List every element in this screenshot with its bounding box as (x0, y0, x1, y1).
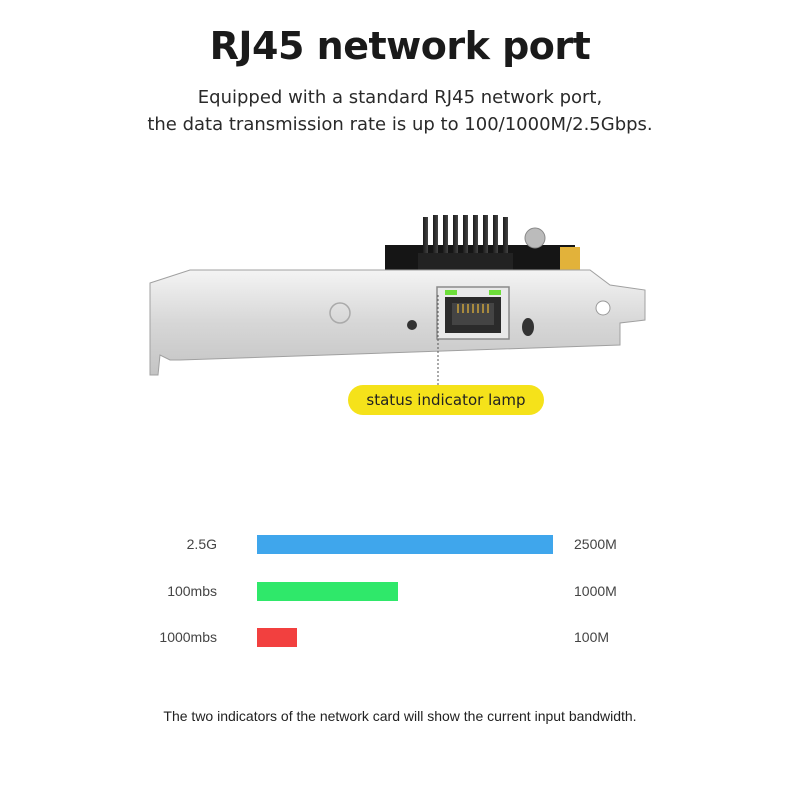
heatsink (418, 215, 513, 273)
status-led-left (445, 290, 457, 295)
bandwidth-label: 2.5G (186, 536, 217, 552)
bandwidth-label: 100mbs (167, 583, 217, 599)
network-card-illustration (149, 215, 646, 385)
bracket-hole-right (522, 318, 534, 336)
bandwidth-bar (257, 628, 297, 647)
page-title: RJ45 network port (209, 24, 591, 68)
pcb-component (524, 227, 546, 249)
bandwidth-row: 2.5G 2500M (0, 533, 800, 555)
bandwidth-label: 1000mbs (159, 629, 217, 645)
subtitle-line-1: Equipped with a standard RJ45 network po… (197, 87, 603, 108)
bandwidth-bar (257, 582, 398, 601)
status-indicator-lamp-label: status indicator lamp (348, 385, 544, 415)
bandwidth-value: 1000M (574, 583, 617, 599)
gold-connector (560, 247, 580, 275)
bandwidth-bar (257, 535, 553, 554)
page-subtitle: Equipped with a standard RJ45 network po… (0, 84, 800, 138)
subtitle-line-2: the data transmission rate is up to 100/… (147, 114, 653, 135)
footer-caption: The two indicators of the network card w… (163, 708, 637, 724)
bandwidth-row: 100mbs 1000M (0, 580, 800, 602)
bracket-hole-left (407, 320, 417, 330)
status-led-right (489, 290, 501, 295)
metal-bracket (149, 269, 646, 376)
bracket-logo-mark (329, 302, 351, 324)
bandwidth-value: 100M (574, 629, 610, 645)
bracket-screw-hole (595, 300, 611, 316)
bandwidth-row: 1000mbs 100M (0, 626, 800, 648)
bandwidth-value: 2500M (574, 536, 617, 552)
